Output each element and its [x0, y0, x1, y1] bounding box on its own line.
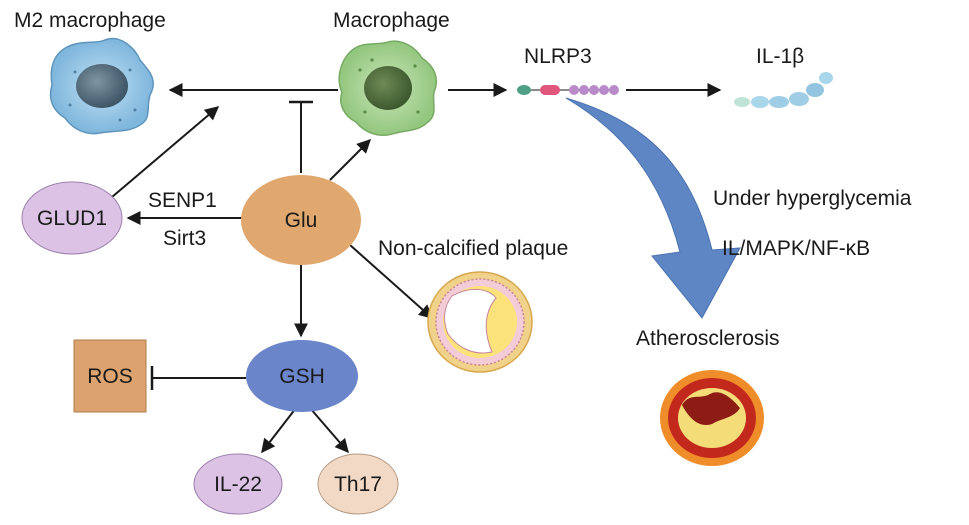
atherosclerosis-label: Atherosclerosis	[636, 327, 780, 350]
m2-macrophage-label: M2 macrophage	[14, 9, 166, 32]
il22-node: IL-22	[193, 453, 283, 515]
glu-node: Glu	[241, 175, 361, 265]
atherosclerosis-vessel-icon	[660, 370, 764, 466]
glu-to-macrophage-arrow	[329, 139, 371, 181]
glud1-to-m2-arrow	[111, 106, 220, 198]
svg-text:GSH: GSH	[279, 365, 325, 388]
svg-text:GLUD1: GLUD1	[37, 207, 107, 230]
nlrp3-label: NLRP3	[524, 45, 592, 68]
gsh-to-th17-arrow	[309, 407, 349, 454]
il1b-protein-icon	[734, 72, 833, 108]
senp1-label: SENP1	[148, 189, 217, 212]
glud1-node: GLUD1	[21, 181, 123, 255]
gsh-node: GSH	[246, 340, 358, 412]
macrophage-label: Macrophage	[333, 9, 450, 32]
sirt3-label: Sirt3	[163, 227, 207, 250]
pathway-label: IL/MAPK/NF-κB	[722, 237, 871, 260]
glu-to-plaque-arrow	[349, 244, 434, 319]
svg-text:ROS: ROS	[87, 365, 133, 388]
m2-macrophage-cell-icon	[49, 37, 154, 135]
nlrp3-protein-icon	[517, 85, 619, 95]
il1b-label: IL-1β	[756, 45, 805, 68]
ros-node: ROS	[73, 339, 147, 413]
non-calcified-plaque-icon	[427, 271, 533, 373]
svg-text:Th17: Th17	[334, 473, 382, 496]
macrophage-cell-icon	[338, 40, 438, 136]
gsh-to-il22-arrow	[261, 407, 297, 454]
svg-text:Glu: Glu	[285, 209, 318, 232]
under-hyperglycemia-label: Under hyperglycemia	[713, 187, 912, 210]
non-calcified-plaque-label: Non-calcified plaque	[378, 237, 569, 260]
th17-node: Th17	[317, 453, 399, 515]
hyperglycemia-big-arrow	[565, 97, 741, 319]
svg-text:IL-22: IL-22	[214, 473, 262, 496]
